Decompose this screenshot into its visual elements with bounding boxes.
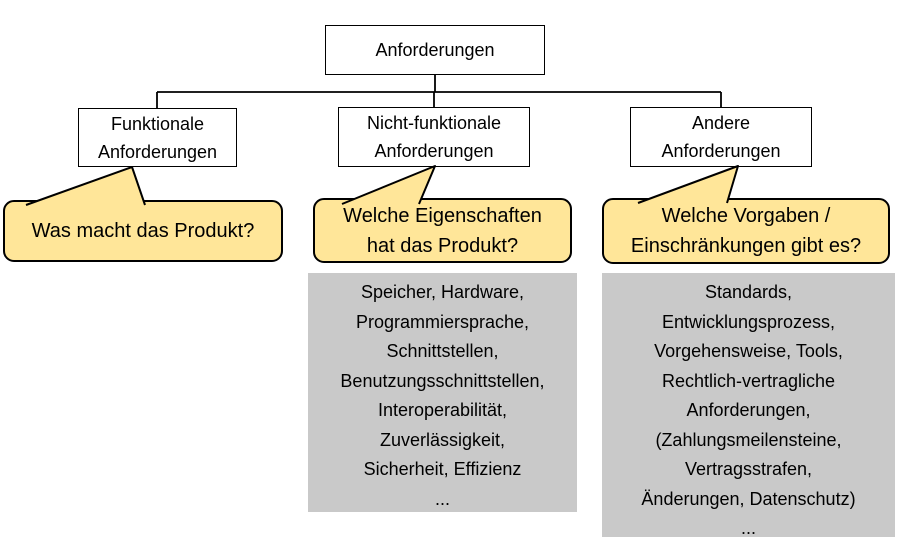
node-andere-label: Andere Anforderungen: [661, 113, 781, 161]
examples-andere-text: Standards, Entwicklungsprozess, Vorgehen…: [641, 282, 856, 538]
node-andere-anforderungen: Andere Anforderungen: [630, 107, 812, 167]
node-anforderungen-label: Anforderungen: [375, 40, 495, 60]
examples-panel-nicht-funktionale: Speicher, Hardware, Programmiersprache, …: [308, 273, 577, 512]
node-nicht-funktionale-anforderungen: Nicht-funktionale Anforderungen: [338, 107, 530, 167]
node-anforderungen: Anforderungen: [325, 25, 545, 75]
callout-nicht-funktionale-question: Welche Eigenschaften hat das Produkt?: [313, 198, 572, 263]
node-nicht-funktionale-label: Nicht-funktionale Anforderungen: [366, 113, 502, 161]
examples-nicht-funktionale-text: Speicher, Hardware, Programmiersprache, …: [340, 282, 545, 509]
node-funktionale-anforderungen: Funktionale Anforderungen: [78, 108, 237, 167]
callout-andere-question: Welche Vorgaben / Einschränkungen gibt e…: [602, 198, 890, 264]
callout-funktionale-text: Was macht das Produkt?: [31, 220, 255, 242]
examples-panel-andere: Standards, Entwicklungsprozess, Vorgehen…: [602, 273, 895, 538]
node-funktionale-label: Funktionale Anforderungen: [97, 113, 218, 162]
callout-andere-text: Welche Vorgaben / Einschränkungen gibt e…: [630, 205, 862, 257]
callout-nicht-funktionale-text: Welche Eigenschaften hat das Produkt?: [343, 204, 542, 257]
callout-funktionale-question: Was macht das Produkt?: [3, 200, 283, 262]
